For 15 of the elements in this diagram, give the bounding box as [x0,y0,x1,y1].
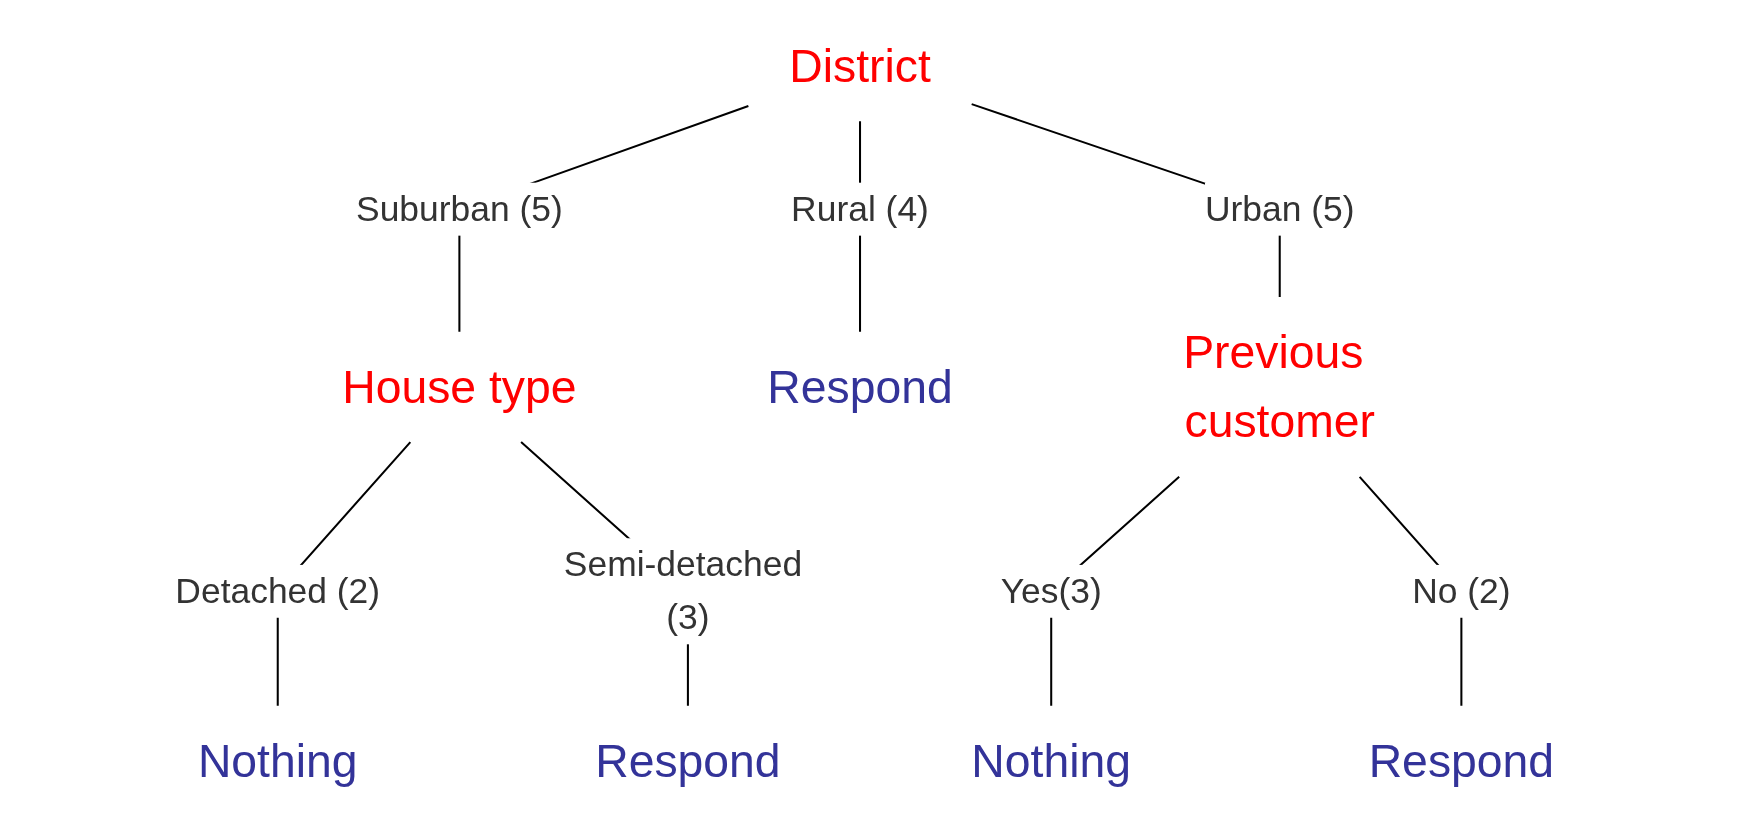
node-text: Nothing [971,734,1132,787]
node-text: Respond [595,734,781,787]
node-text: District [789,39,931,92]
edge-label: Detached (2) [175,570,381,612]
edge-label: Yes(3) [1000,570,1102,612]
edge-label: Semi-detached (3) [563,543,803,638]
edge-label: Suburban (5) [356,188,563,229]
node-text: Respond [1368,734,1555,787]
node-text: Nothing [197,734,358,787]
edge-label: Rural (4) [791,188,929,229]
edge-label: No (2) [1412,570,1511,612]
node-text: House type [342,360,577,413]
node-text: Previous customer [1183,325,1375,447]
edge-label: Urban (5) [1204,188,1355,229]
node-text: Respond [767,360,953,413]
